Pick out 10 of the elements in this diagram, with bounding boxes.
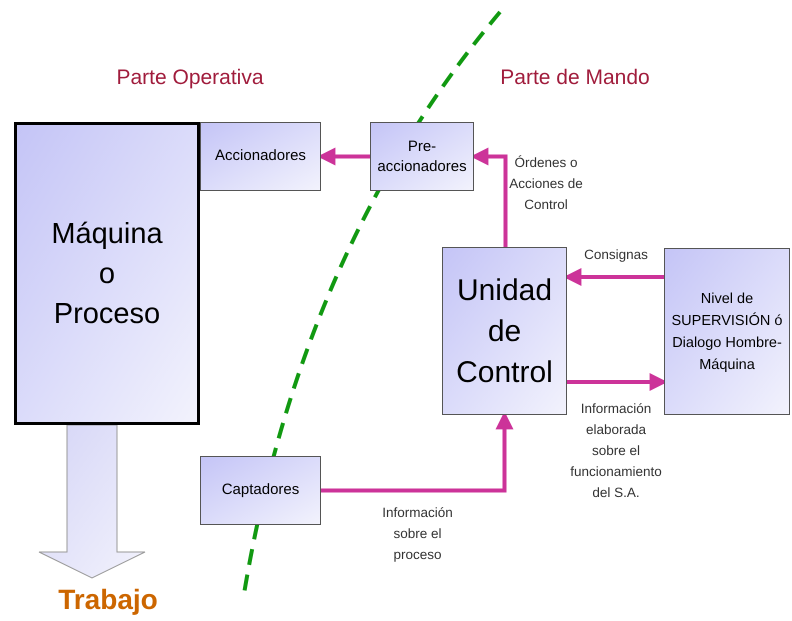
block-arrow bbox=[38, 424, 146, 579]
output-label: Trabajo bbox=[52, 582, 164, 618]
process-box: Accionadores bbox=[200, 122, 321, 191]
process-box: Captadores bbox=[200, 456, 321, 525]
section-heading: Parte de Mando bbox=[499, 65, 651, 91]
process-box: Nivel de SUPERVISIÓN ó Dialogo Hombre-Máquina bbox=[664, 248, 790, 415]
process-box: Máquina o Proceso bbox=[14, 122, 200, 425]
section-heading: Parte Operativa bbox=[115, 65, 265, 91]
process-box: Unidad de Control bbox=[442, 247, 567, 415]
process-box: Pre-accionadores bbox=[370, 122, 474, 191]
